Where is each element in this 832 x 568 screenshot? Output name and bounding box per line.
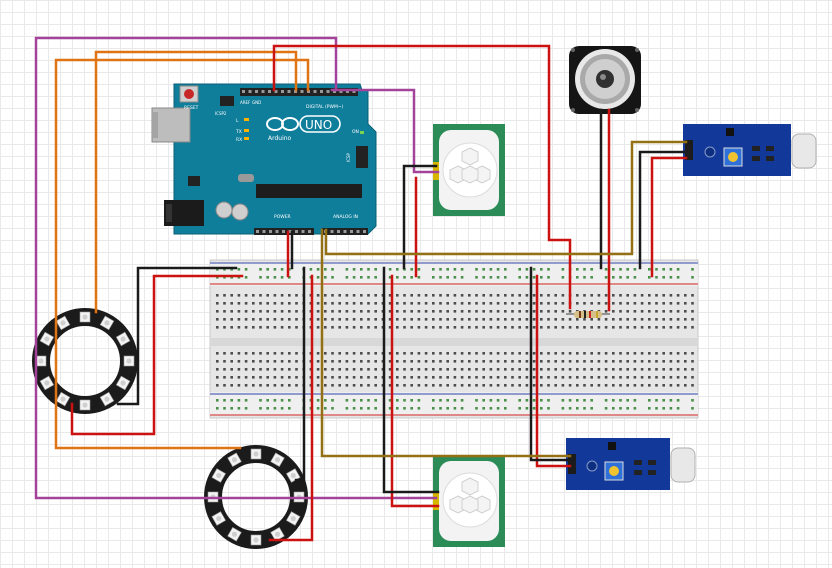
wire-red-sound-bottom-power [535, 274, 572, 468]
wire-purple-pir-top-signal [330, 88, 440, 174]
wire-red-pir-bottom-power [390, 274, 440, 508]
wire-red-ring-bottom-power [268, 274, 314, 542]
reset-label: RESET [184, 105, 199, 111]
neopixel-ring-left [32, 308, 138, 414]
power-label: POWER [274, 214, 291, 220]
wire-black-ring-bottom-gnd [294, 266, 306, 482]
pir-sensor-bottom [433, 455, 505, 547]
analog-label: ANALOG IN [333, 214, 358, 220]
l-led-label: L [236, 118, 239, 124]
power-analog-pins [256, 230, 366, 233]
pir-sensor-top [433, 124, 505, 216]
speaker [569, 46, 641, 114]
atmega-chip [256, 184, 362, 198]
icsp2-header [220, 96, 234, 106]
arduino-logo: UNO Arduino [266, 115, 341, 142]
capacitor-2 [231, 203, 249, 221]
wire-purple-ring-bottom-data [34, 36, 438, 500]
breadboard-holes [216, 268, 694, 410]
icsp2-label: ICSP2 [215, 111, 227, 116]
wire-red-ring-left-power [70, 274, 244, 436]
wire-olive-sound-bottom-signal [320, 228, 572, 458]
arduino-uno-board: RESET AREF GND DIGITAL (PWM~) ICSP2 L TX… [151, 83, 377, 235]
neopixel-ring-bottom [204, 445, 308, 549]
wire-orange-ring-left-data [54, 58, 310, 450]
wire-red-sound-top-power [650, 156, 688, 278]
on-label: ON [352, 129, 359, 135]
tx-label: TX [235, 129, 242, 135]
wire-black-pir-bottom-gnd [382, 266, 440, 494]
sound-sensor-top [683, 124, 817, 176]
resistor [566, 311, 610, 318]
wire-black-sound-bottom-gnd [529, 266, 572, 462]
rx-label: RX [236, 137, 242, 143]
icsp-header [356, 146, 368, 168]
sound-sensor-bottom [566, 438, 696, 490]
wire-black-pir-top-gnd [402, 164, 438, 270]
wire-black-sound-top-gnd [638, 150, 688, 270]
breadboard [209, 259, 699, 419]
arduino-logo-text: Arduino [268, 135, 292, 142]
gnd-label: GND [252, 100, 261, 105]
uno-logo-text: UNO [305, 118, 332, 132]
wire-orange-ring-left-data2 [94, 50, 298, 314]
wire-olive-sound-top-signal [324, 140, 688, 256]
digital-pins [242, 90, 356, 93]
capacitor-1 [215, 201, 233, 219]
icsp-label: ICSP [346, 152, 351, 162]
wire-red-speaker-signal [272, 44, 572, 310]
usb-port [151, 107, 191, 143]
wire-black-ring-left-gnd [116, 266, 238, 406]
digital-label: DIGITAL (PWM~) [306, 104, 344, 110]
aref-label: AREF [240, 100, 251, 105]
digital-header [240, 88, 358, 96]
